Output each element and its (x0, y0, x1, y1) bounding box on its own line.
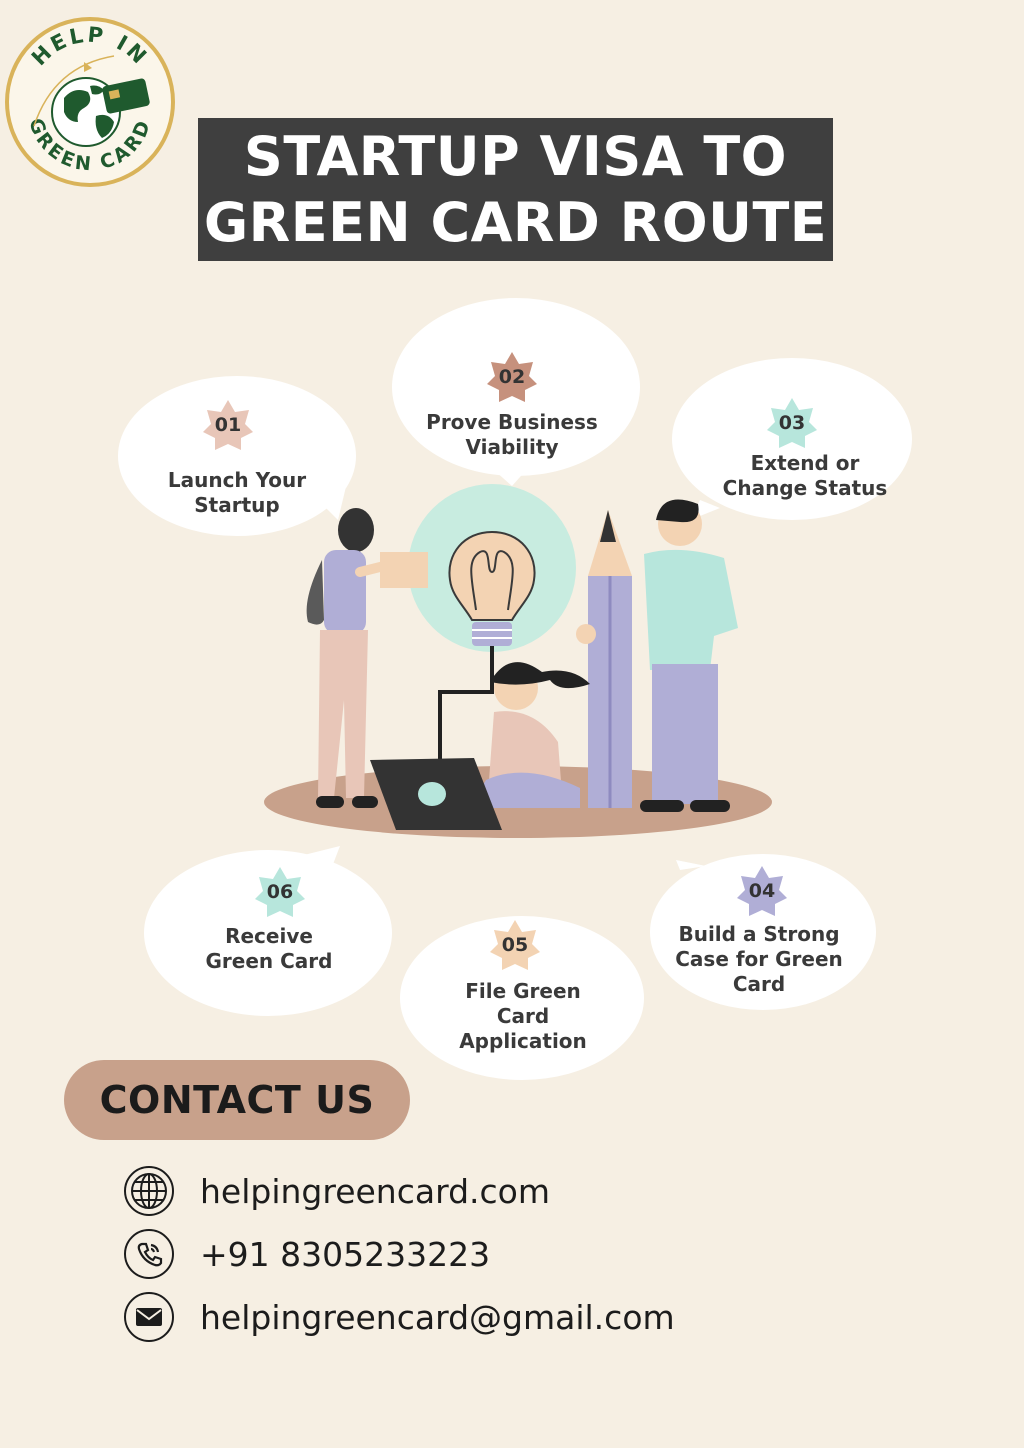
phone-icon (124, 1229, 174, 1279)
step-number-04: 04 (748, 880, 776, 902)
step-number-01: 01 (214, 414, 242, 436)
pencil-icon (588, 510, 632, 808)
green-card-icon (102, 78, 150, 114)
contact-us-heading: CONTACT US (64, 1060, 410, 1140)
step-number-06: 06 (266, 881, 294, 903)
website-text[interactable]: helpingreencard.com (200, 1171, 550, 1211)
contact-email[interactable]: helpingreencard@gmail.com (124, 1292, 675, 1342)
globe-emblem-icon (51, 77, 121, 147)
contact-website[interactable]: helpingreencard.com (124, 1166, 550, 1216)
step-badge-05: 05 (488, 918, 542, 972)
lightbulb-icon (448, 530, 536, 646)
man-standing (576, 499, 738, 812)
step-number-03: 03 (778, 412, 806, 434)
step-bubble-01 (118, 376, 356, 536)
box-held (380, 552, 428, 588)
step-number-02: 02 (498, 366, 526, 388)
mail-icon (124, 1292, 174, 1342)
step-number-05: 05 (501, 934, 529, 956)
woman-standing (306, 508, 428, 808)
page-title: STARTUP VISA TO GREEN CARD ROUTE (198, 118, 833, 261)
step-bubble-06 (144, 850, 392, 1016)
brand-logo: HELP IN GREEN CARD (5, 17, 175, 187)
step-badge-01: 01 (201, 398, 255, 452)
step-badge-06: 06 (253, 865, 307, 919)
woman-with-laptop (370, 662, 590, 830)
phone-text[interactable]: +91 8305233223 (200, 1234, 491, 1274)
globe-icon (124, 1166, 174, 1216)
title-line-1: STARTUP VISA TO (243, 124, 788, 188)
email-text[interactable]: helpingreencard@gmail.com (200, 1297, 675, 1337)
contact-phone[interactable]: +91 8305233223 (124, 1229, 490, 1279)
title-line-2: GREEN CARD ROUTE (203, 190, 828, 254)
step-badge-02: 02 (485, 350, 539, 404)
plane-icon (84, 62, 92, 72)
step-badge-03: 03 (765, 396, 819, 450)
team-illustration (264, 484, 772, 838)
step-badge-04: 04 (735, 864, 789, 918)
